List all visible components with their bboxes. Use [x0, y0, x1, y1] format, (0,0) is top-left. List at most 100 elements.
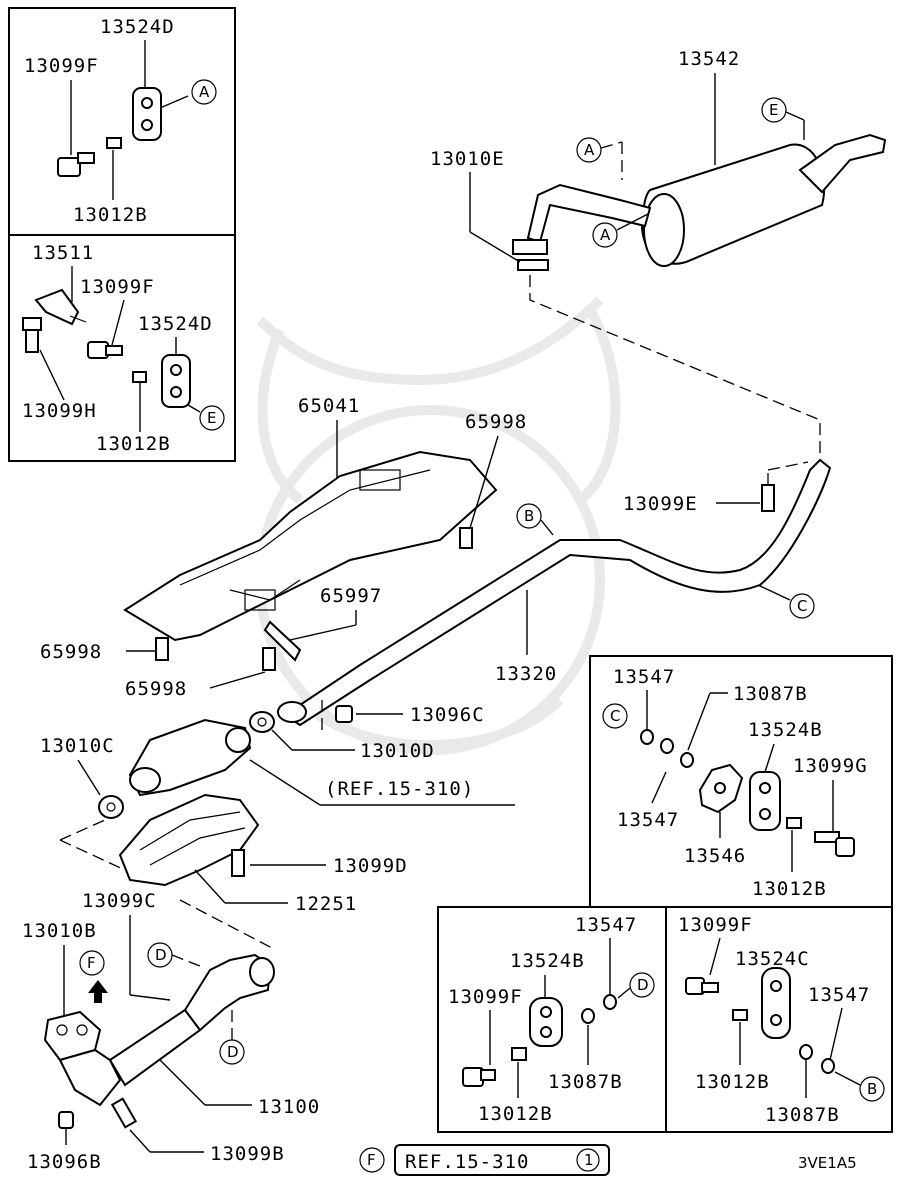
collar-13012B-mid	[132, 371, 147, 383]
label-13087B-c: 13087B	[765, 1104, 840, 1126]
label-13524D-top: 13524D	[100, 16, 175, 38]
svg-text:C: C	[797, 597, 807, 615]
svg-text:E: E	[769, 101, 778, 119]
label-13099F-mid: 13099F	[80, 276, 155, 298]
label-13099F-c: 13099F	[678, 914, 753, 936]
heat-shield-65041	[123, 450, 498, 642]
callout-D-box	[629, 972, 655, 998]
washer-13547-d	[821, 1058, 835, 1074]
svg-text:D: D	[637, 976, 649, 994]
label-13010C: 13010C	[40, 735, 115, 757]
label-65998-c: 65998	[125, 678, 187, 700]
label-13096C: 13096C	[410, 704, 485, 726]
ref-number-circle	[576, 1148, 600, 1172]
svg-text:F: F	[87, 954, 96, 972]
label-13547-b: 13547	[617, 809, 679, 831]
rubber-hanger-13524C	[761, 967, 791, 1039]
label-13524C: 13524C	[735, 948, 810, 970]
label-13099H: 13099H	[22, 400, 97, 422]
label-13099B: 13099B	[210, 1143, 285, 1165]
ref-box-bottom	[394, 1144, 610, 1176]
callout-A-top	[191, 79, 217, 105]
callout-C-box	[602, 703, 628, 729]
svg-text:E: E	[207, 409, 216, 427]
svg-text:D: D	[227, 1043, 239, 1061]
label-13524B-a: 13524B	[748, 719, 823, 741]
main-muffler-13542	[526, 133, 887, 267]
bolt-65998-a	[459, 527, 473, 549]
label-13099F-top: 13099F	[24, 55, 99, 77]
svg-text:D: D	[155, 946, 167, 964]
bolt-13099F-mid	[87, 341, 123, 359]
label-13087B-b: 13087B	[548, 1071, 623, 1093]
washer-13547-b	[660, 738, 674, 754]
label-13547-c: 13547	[575, 914, 637, 936]
collar-13012B-top	[106, 137, 122, 149]
catalytic-converter	[128, 718, 252, 797]
svg-text:A: A	[199, 83, 210, 101]
label-13320: 13320	[495, 663, 557, 685]
bolt-13099F-b	[462, 1067, 496, 1087]
label-13012B-top: 13012B	[73, 204, 148, 226]
svg-text:F: F	[367, 1151, 376, 1169]
label-13524B-b: 13524B	[510, 950, 585, 972]
label-12251: 12251	[295, 893, 357, 915]
label-ref-bottom-number: 1	[584, 1151, 594, 1169]
label-13524D-mid: 13524D	[138, 313, 213, 335]
label-13010B: 13010B	[22, 920, 97, 942]
callout-B-box	[859, 1076, 885, 1102]
label-65041: 65041	[298, 395, 360, 417]
svg-text:B: B	[867, 1080, 877, 1098]
inset-box-hanger-B	[665, 906, 893, 1133]
diagram-code: 3VE1A5	[798, 1154, 857, 1172]
washer-13547-a	[640, 729, 654, 745]
callout-C-pipe	[789, 593, 815, 619]
label-13099G: 13099G	[793, 755, 868, 777]
label-13099F-b: 13099F	[448, 986, 523, 1008]
bracket-13546	[698, 763, 744, 814]
label-13010D: 13010D	[360, 740, 435, 762]
washer-13087B-b	[581, 1008, 595, 1024]
svg-text:A: A	[600, 226, 611, 244]
bolt-65998-c	[262, 647, 276, 671]
nut-13096B	[58, 1111, 74, 1129]
bolt-13099B	[110, 1097, 138, 1129]
bolt-13099E	[761, 484, 775, 512]
callout-A-muffler-1	[576, 137, 602, 163]
svg-text:B: B	[524, 507, 534, 525]
bolt-13099F-c	[685, 977, 719, 995]
label-13547-d: 13547	[808, 984, 870, 1006]
label-65998-a: 65998	[465, 411, 527, 433]
svg-text:C: C	[610, 707, 620, 725]
label-13511: 13511	[32, 242, 94, 264]
label-13012B-right: 13012B	[752, 878, 827, 900]
bolt-65998-b	[155, 637, 169, 661]
collar-13012B-c	[732, 1009, 748, 1021]
label-13087B-a: 13087B	[733, 683, 808, 705]
rubber-hanger-13524B-b	[529, 997, 563, 1047]
nut-13096C	[335, 705, 353, 723]
bolt-13099F-top	[57, 152, 95, 177]
callout-E-muffler	[761, 97, 787, 123]
callout-F-ref	[359, 1147, 385, 1173]
washer-13547-c	[603, 994, 617, 1010]
label-ref-bottom: REF.15-310	[405, 1151, 529, 1173]
label-13099D: 13099D	[333, 855, 408, 877]
bracket-65997	[263, 620, 302, 662]
label-13010E: 13010E	[430, 148, 505, 170]
label-13546: 13546	[684, 845, 746, 867]
gasket-13010D	[249, 711, 275, 733]
collar-13012B-b	[511, 1047, 527, 1061]
bracket-13511	[34, 288, 87, 326]
center-pipe-13320	[277, 458, 832, 727]
svg-text:A: A	[584, 141, 595, 159]
label-13012B-c: 13012B	[695, 1071, 770, 1093]
label-13542: 13542	[678, 48, 740, 70]
label-ref-15-310: (REF.15-310)	[325, 778, 474, 800]
label-13096B: 13096B	[27, 1151, 102, 1173]
label-13012B-b: 13012B	[478, 1103, 553, 1125]
connection-dashed-line-muffler	[529, 275, 821, 455]
washer-13087B-c	[799, 1044, 813, 1060]
rubber-hanger-13524B-a	[749, 771, 781, 831]
